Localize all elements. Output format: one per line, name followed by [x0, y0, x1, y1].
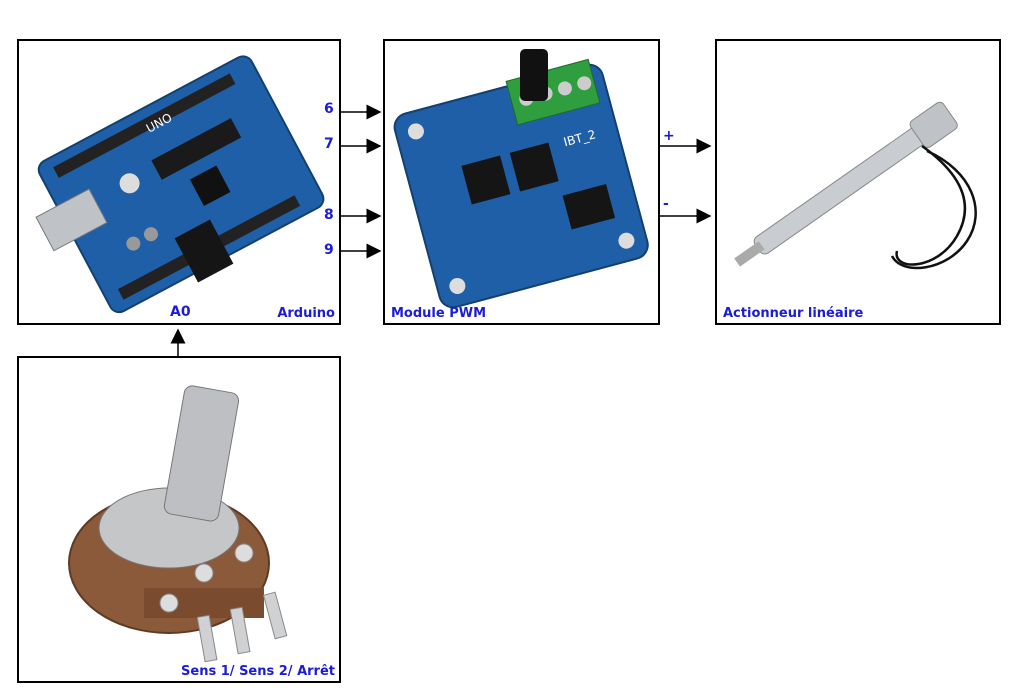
- pin-label-7: 7: [324, 136, 334, 152]
- pin-label-8: 8: [324, 207, 334, 223]
- actuator-box: Actionneur linéaire: [715, 39, 1001, 325]
- pwm-module-box: IBT_2 Module PWM: [383, 39, 660, 325]
- arduino-board-image: UNO: [35, 55, 325, 314]
- potentiometer-image: [68, 385, 288, 663]
- pwm-module-image: IBT_2: [393, 49, 649, 309]
- arduino-label: Arduino: [277, 306, 335, 321]
- pin-label-9: 9: [324, 242, 334, 258]
- pwm-module-label: Module PWM: [391, 306, 487, 321]
- potentiometer-label: Sens 1/ Sens 2/ Arrêt: [181, 664, 335, 679]
- polarity-minus-label: -: [663, 196, 669, 212]
- linear-actuator-image: [734, 101, 977, 270]
- polarity-plus-label: +: [663, 128, 675, 144]
- actuator-label: Actionneur linéaire: [723, 306, 864, 321]
- pin-label-6: 6: [324, 101, 334, 117]
- pin-label-a0: A0: [170, 304, 191, 320]
- potentiometer-box: Sens 1/ Sens 2/ Arrêt: [17, 356, 341, 683]
- arduino-box: UNO Arduino: [17, 39, 341, 325]
